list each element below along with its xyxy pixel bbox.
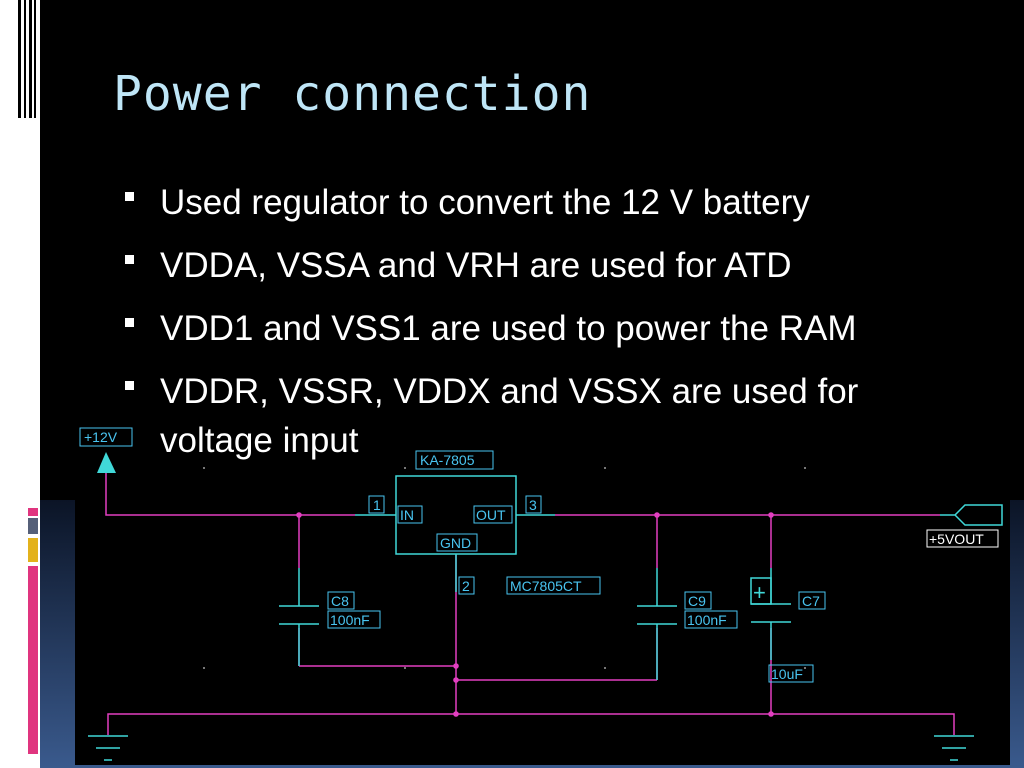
pin-gnd-number: 2 xyxy=(462,578,470,594)
pin-in-number: 1 xyxy=(373,497,381,513)
c7-value-label: 10uF xyxy=(771,666,803,682)
pin-gnd-label: GND xyxy=(440,535,471,551)
bullet-text: VDDR, VSSR, VDDX and VSSX are used for v… xyxy=(160,372,859,460)
ground-symbol-left xyxy=(88,735,128,761)
bullet-item: VDDA, VSSA and VRH are used for ATD xyxy=(122,241,982,290)
ground-symbol-right xyxy=(934,735,974,761)
pin-out-number: 3 xyxy=(529,497,537,513)
bullet-item: Used regulator to convert the 12 V batte… xyxy=(122,178,982,227)
accent-bar-gray xyxy=(28,518,38,534)
bullet-text: Used regulator to convert the 12 V batte… xyxy=(160,183,810,222)
bullet-text: VDDA, VSSA and VRH are used for ATD xyxy=(160,246,792,285)
c7-name-label: C7 xyxy=(802,593,820,609)
regulator-name-label: KA-7805 xyxy=(420,452,475,468)
c8-name-label: C8 xyxy=(331,593,349,609)
accent-bar-pink xyxy=(28,566,38,754)
bullet-list: Used regulator to convert the 12 V batte… xyxy=(122,178,982,479)
input-voltage-label: +12V xyxy=(84,429,118,445)
accent-bar-pink-top xyxy=(28,508,38,516)
pin-in-label: IN xyxy=(400,507,414,523)
bullet-square-icon xyxy=(125,318,134,327)
slide-title: Power connection xyxy=(113,66,592,122)
c8-value-label: 100nF xyxy=(330,612,370,628)
bullet-square-icon xyxy=(125,192,134,201)
corner-stripes xyxy=(18,0,40,130)
bullet-item: VDDR, VSSR, VDDX and VSSX are used for v… xyxy=(122,367,982,465)
regulator-part-label: MC7805CT xyxy=(510,578,582,594)
pin-out-label: OUT xyxy=(476,507,506,523)
wire-junctions xyxy=(296,512,774,717)
components xyxy=(105,458,1003,680)
polarity-plus-icon: + xyxy=(753,580,766,605)
bullet-item: VDD1 and VSS1 are used to power the RAM xyxy=(122,304,982,353)
accent-bar-gold xyxy=(28,538,38,562)
bullet-square-icon xyxy=(125,381,134,390)
regulator-schematic: +12V KA-7805 1 IN OUT 3 GND 2 MC7805CT C… xyxy=(75,427,1010,765)
output-voltage-label: +5VOUT xyxy=(929,531,984,547)
c9-name-label: C9 xyxy=(688,593,706,609)
bullet-square-icon xyxy=(125,255,134,264)
power-arrow-icon xyxy=(97,452,116,473)
c9-value-label: 100nF xyxy=(687,612,727,628)
bullet-text: VDD1 and VSS1 are used to power the RAM xyxy=(160,309,857,348)
